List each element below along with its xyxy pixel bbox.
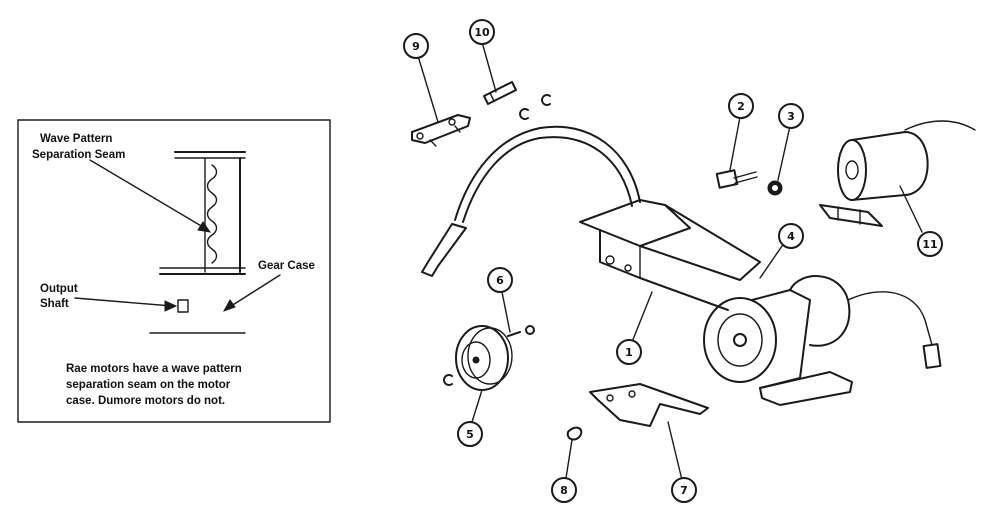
leader-5 xyxy=(471,389,483,423)
callout-10: 10 xyxy=(469,19,495,45)
svg-text:3: 3 xyxy=(787,110,795,123)
callout-1: 1 xyxy=(616,339,642,365)
callout-6: 6 xyxy=(487,267,513,293)
callout-8: 8 xyxy=(551,477,577,503)
svg-text:10: 10 xyxy=(474,26,490,39)
leader-9 xyxy=(417,55,439,123)
callout-7: 7 xyxy=(671,477,697,503)
label-gear-case: Gear Case xyxy=(258,260,315,272)
callout-11: 11 xyxy=(917,231,943,257)
svg-text:1: 1 xyxy=(625,346,633,359)
label-shaft: Shaft xyxy=(40,298,69,310)
svg-text:2: 2 xyxy=(737,100,745,113)
part-11-motor xyxy=(819,120,976,227)
part-2-brush xyxy=(715,169,758,189)
pulley-c-clip xyxy=(443,374,453,386)
leader-6 xyxy=(501,291,511,333)
label-output: Output xyxy=(40,283,78,295)
label-separation-seam: Separation Seam xyxy=(32,149,125,161)
part-6-set-screw xyxy=(507,325,535,337)
svg-text:6: 6 xyxy=(496,274,504,287)
svg-text:9: 9 xyxy=(412,40,420,53)
leader-4 xyxy=(759,245,783,279)
part-8-clip xyxy=(566,426,583,441)
leader-1 xyxy=(631,291,653,343)
leader-2 xyxy=(729,116,741,171)
part-1-main-motor xyxy=(579,199,942,406)
arrow-seam xyxy=(89,159,209,231)
leader-8 xyxy=(565,439,573,479)
inset-motor-case xyxy=(149,151,246,334)
part-3-brush-cap xyxy=(767,180,783,196)
callout-5: 5 xyxy=(457,421,483,447)
leader-lines xyxy=(417,41,923,481)
inset-output-shaft xyxy=(177,299,189,313)
arrow-gear-case xyxy=(227,274,281,309)
part-9-mounting-bracket xyxy=(411,114,471,147)
svg-text:5: 5 xyxy=(466,428,474,441)
svg-text:7: 7 xyxy=(680,484,688,497)
callout-3: 3 xyxy=(778,103,804,129)
callout-4: 4 xyxy=(778,223,804,249)
callout-2: 2 xyxy=(728,93,754,119)
svg-text:4: 4 xyxy=(787,230,795,243)
c-clip-1 xyxy=(519,108,529,120)
part-10-pin-and-clips xyxy=(483,81,551,120)
leader-3 xyxy=(777,125,791,181)
inset-wave-seam xyxy=(206,164,218,264)
leader-11 xyxy=(899,185,923,233)
note-line-2: separation seam on the motor xyxy=(66,379,231,391)
inset-frame xyxy=(17,119,331,423)
note-line-1: Rae motors have a wave pattern xyxy=(66,363,242,375)
motor-power-cable xyxy=(421,125,641,277)
callout-9: 9 xyxy=(403,33,429,59)
svg-text:8: 8 xyxy=(560,484,568,497)
part-5-pulley xyxy=(443,325,513,391)
leader-10 xyxy=(481,41,497,93)
c-clip-2 xyxy=(541,94,551,106)
label-wave-pattern: Wave Pattern xyxy=(40,133,112,145)
svg-text:11: 11 xyxy=(922,238,937,251)
part-7-bracket-plate xyxy=(589,383,709,427)
note-line-3: case. Dumore motors do not. xyxy=(66,395,225,407)
leader-7 xyxy=(667,421,683,481)
arrow-output-shaft xyxy=(74,297,173,307)
motor-identification-inset: Wave Pattern Separation Seam Gear Case O… xyxy=(17,119,331,423)
